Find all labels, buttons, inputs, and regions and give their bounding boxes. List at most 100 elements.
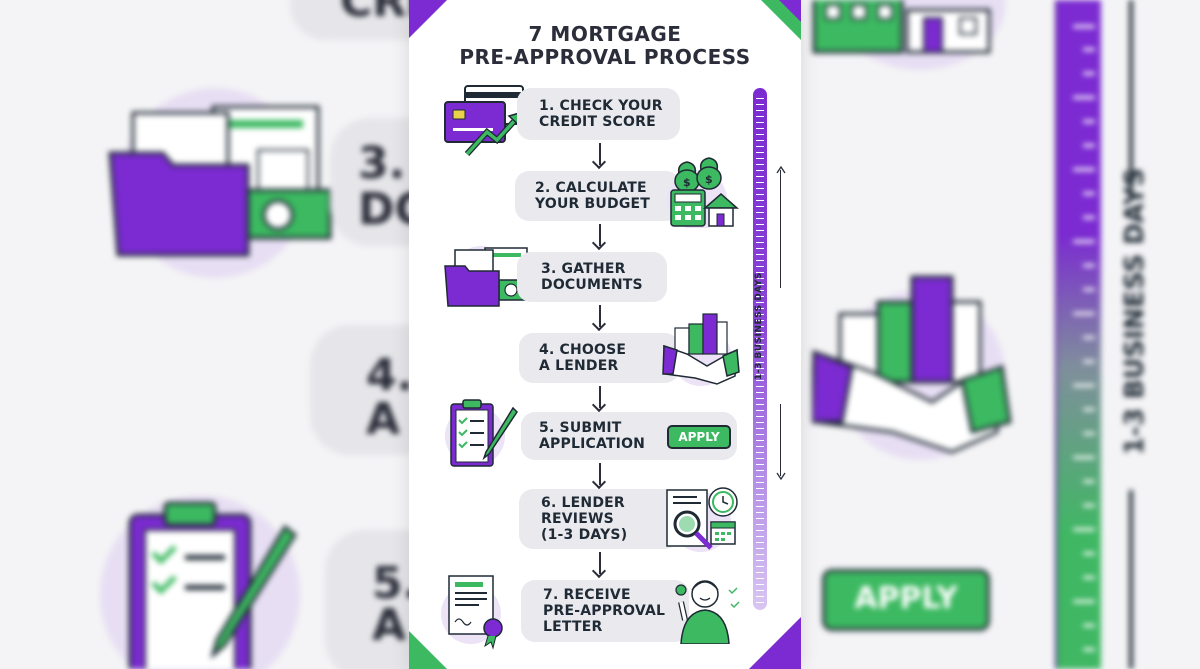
step-1-pill: 1. CHECK YOUR CREDIT SCORE <box>517 88 680 140</box>
handshake-buildings-icon <box>662 313 740 386</box>
bg-step4-line1: 4. <box>366 350 414 401</box>
timeline-tick <box>756 500 764 501</box>
clipboard-pen-icon <box>445 399 518 467</box>
timeline-tick <box>756 326 764 327</box>
bg-apply-button: APPLY <box>822 569 990 631</box>
arrow-4 <box>599 386 601 408</box>
step-6-line3: (1-3 DAYS) <box>541 527 628 543</box>
timeline-tick <box>756 518 764 519</box>
timeline-tick <box>756 140 764 141</box>
timeline-tick <box>756 386 764 387</box>
timeline-tick <box>756 224 764 225</box>
timeline-tick <box>756 254 764 255</box>
bg-step4-line2: A <box>366 394 401 445</box>
timeline-tick <box>756 506 764 507</box>
corner-accent-top-right-inner <box>779 0 801 22</box>
certificate-scroll-icon <box>441 575 503 650</box>
step-6-line1: 6. LENDER <box>541 495 625 511</box>
timeline-tick <box>756 584 764 585</box>
step-5-line1: 5. SUBMIT <box>539 420 622 436</box>
step-4-pill: 4. CHOOSE A LENDER <box>519 333 679 383</box>
timeline-tick <box>756 392 764 393</box>
timeline-tick <box>756 218 764 219</box>
timeline-arrow-down <box>780 404 781 476</box>
timeline-arrowhead-down-icon <box>776 472 786 480</box>
timeline-tick <box>756 200 764 201</box>
arrow-2 <box>599 224 601 246</box>
timeline-arrowhead-up-icon <box>776 166 786 174</box>
timeline-tick <box>756 158 764 159</box>
timeline-tick <box>756 152 764 153</box>
step-2-pill: 2. CALCULATE YOUR BUDGET <box>515 171 680 221</box>
timeline-tick <box>756 428 764 429</box>
arrow-1 <box>599 143 601 165</box>
bg-step5-line2: A <box>372 600 407 651</box>
step-3-line2: DOCUMENTS <box>541 277 643 293</box>
timeline-tick <box>756 362 764 363</box>
timeline-tick <box>756 110 764 111</box>
timeline-tick <box>756 602 764 603</box>
timeline-tick <box>756 572 764 573</box>
timeline-tick <box>756 440 764 441</box>
timeline-tick <box>756 590 764 591</box>
step-7-line3: LETTER <box>543 619 603 635</box>
timeline-tick <box>756 248 764 249</box>
timeline-tick <box>756 548 764 549</box>
timeline-tick <box>756 302 764 303</box>
timeline-tick <box>756 278 764 279</box>
bg-side-label: 1-3 BUSINESS DAYS <box>1120 168 1150 455</box>
svg-text:$: $ <box>705 173 713 186</box>
timeline-tick <box>756 512 764 513</box>
step-1-line1: 1. CHECK YOUR <box>539 98 663 114</box>
timeline-tick <box>756 320 764 321</box>
timeline-tick <box>756 242 764 243</box>
timeline-tick <box>756 296 764 297</box>
timeline-tick <box>756 560 764 561</box>
timeline-tick <box>756 374 764 375</box>
timeline-bar <box>753 88 767 610</box>
step-7-pill: 7. RECEIVE PRE-APPROVAL LETTER <box>521 580 689 642</box>
step-2-line1: 2. CALCULATE <box>535 180 647 196</box>
timeline-tick <box>756 368 764 369</box>
credit-card-growth-icon <box>444 85 524 156</box>
bg-house-icon <box>812 0 991 54</box>
timeline-tick <box>756 104 764 105</box>
timeline-tick <box>756 452 764 453</box>
timeline-tick <box>756 332 764 333</box>
arrow-6 <box>599 552 601 574</box>
timeline-tick <box>756 446 764 447</box>
timeline-tick <box>756 410 764 411</box>
timeline-tick <box>756 464 764 465</box>
timeline-arrow-up <box>780 170 781 288</box>
timeline-tick <box>756 524 764 525</box>
title-line1: 7 MORTGAGE <box>528 22 682 46</box>
timeline-tick <box>756 344 764 345</box>
timeline-tick <box>756 176 764 177</box>
timeline-tick <box>756 530 764 531</box>
timeline-tick <box>756 596 764 597</box>
apply-button[interactable]: APPLY <box>667 425 731 449</box>
timeline-tick <box>756 416 764 417</box>
timeline-tick <box>756 182 764 183</box>
timeline-tick <box>756 422 764 423</box>
timeline-tick <box>756 482 764 483</box>
timeline-tick <box>756 350 764 351</box>
timeline-tick <box>756 170 764 171</box>
timeline-tick <box>756 146 764 147</box>
timeline-tick <box>756 266 764 267</box>
timeline-tick <box>756 128 764 129</box>
step-1-line2: CREDIT SCORE <box>539 114 656 130</box>
arrow-5 <box>599 463 601 485</box>
bg-clipboard-icon <box>128 501 297 669</box>
timeline-tick <box>756 380 764 381</box>
step-3-pill: 3. GATHER DOCUMENTS <box>517 252 667 302</box>
timeline-tick <box>756 98 764 99</box>
timeline-tick <box>756 284 764 285</box>
title-line2: PRE-APPROVAL PROCESS <box>459 45 751 69</box>
timeline-tick <box>756 476 764 477</box>
timeline-tick <box>756 434 764 435</box>
corner-accent-bottom-right <box>749 617 801 669</box>
bg-ruler <box>1055 0 1101 669</box>
step-6-line2: REVIEWS <box>541 511 614 527</box>
